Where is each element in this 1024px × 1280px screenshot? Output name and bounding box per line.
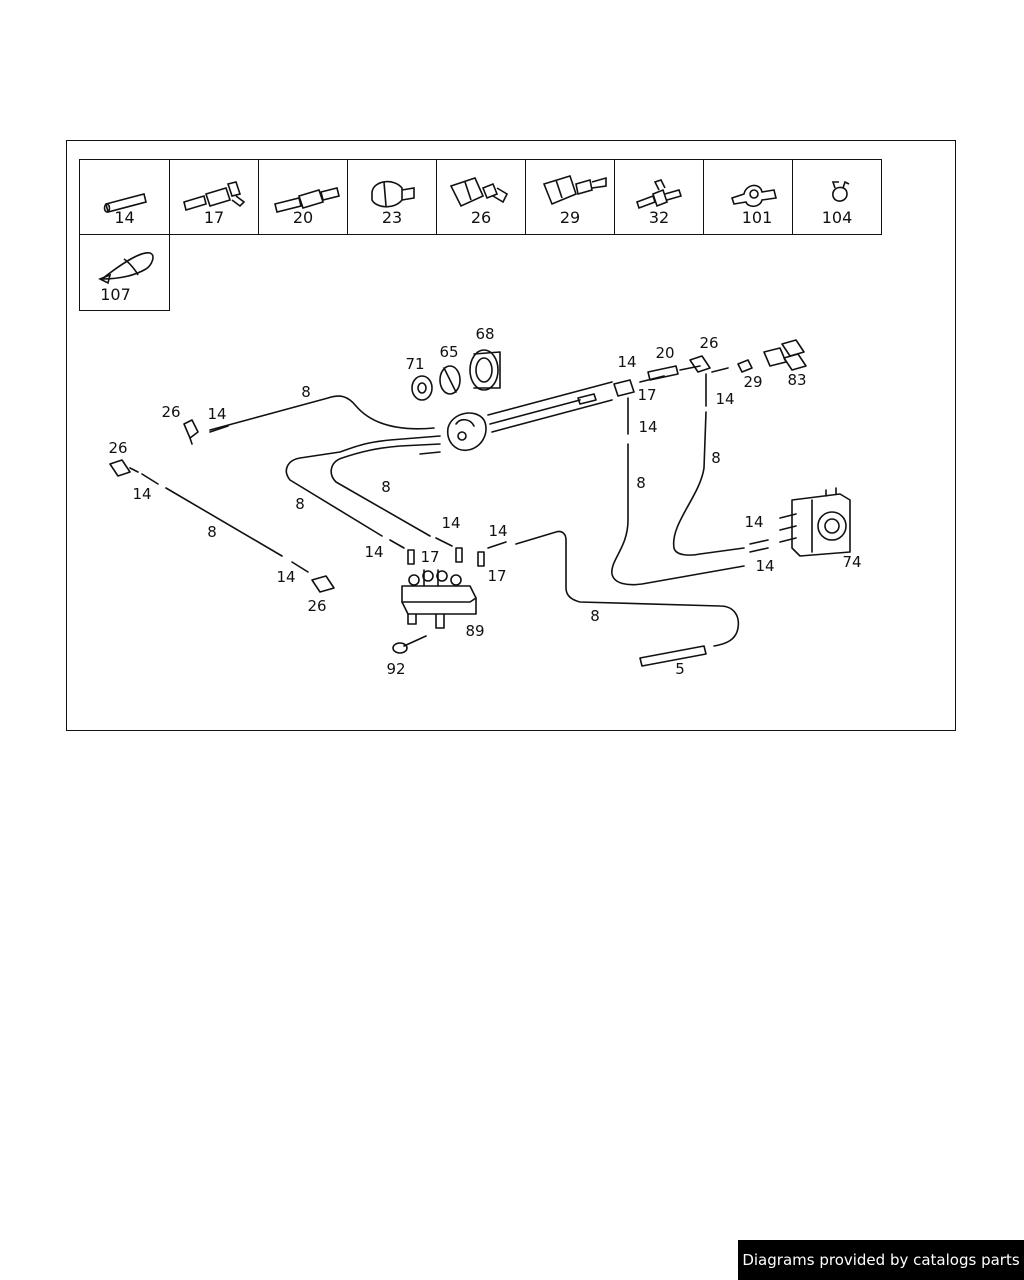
legend-label: 17: [203, 208, 225, 227]
legend-label: 32: [648, 208, 670, 227]
check-valve-17-mid: [455, 547, 463, 563]
callout-17-block-left: 17: [420, 548, 439, 566]
grommet-65: [439, 365, 461, 395]
callout-14-right-mid: 14: [638, 418, 657, 436]
callout-14-upper-right: 14: [617, 353, 636, 371]
hose-sleeve-icon: [103, 193, 147, 213]
check-valve-17-right: [477, 551, 485, 567]
callout-65: 65: [439, 343, 458, 361]
hose-8-mid-3: [419, 451, 441, 455]
callout-8-lower: 8: [590, 607, 600, 625]
callout-14-bottom-left: 14: [276, 568, 295, 586]
hose-8-to-5: [515, 530, 740, 647]
legend-label: 29: [559, 208, 581, 227]
hose-8-mid-1: [285, 435, 441, 537]
hose-8-far-left: [165, 487, 283, 557]
callout-20-upper-right: 20: [655, 344, 674, 362]
holder-clip-icon: [730, 184, 777, 208]
callout-26-top-left: 26: [161, 403, 180, 421]
callout-14-block-left: 14: [364, 543, 383, 561]
hose-clamp-icon: [831, 180, 850, 202]
legend-cell-20: 20: [258, 159, 348, 235]
callout-26-bottom-left: 26: [307, 597, 326, 615]
callout-8-mid-left: 8: [295, 495, 305, 513]
legend-cell-17: 17: [169, 159, 259, 235]
callout-14-mid: 14: [441, 514, 460, 532]
nozzle-26-far-left: [109, 459, 139, 477]
callout-8-far-left: 8: [207, 523, 217, 541]
connector-83: [763, 339, 807, 371]
legend-cell-101: 101: [703, 159, 793, 235]
callout-14-right-vertical: 14: [715, 390, 734, 408]
angled-nozzle-icon: [449, 177, 509, 208]
footer-credit: Diagrams provided by catalogs parts: [738, 1240, 1024, 1280]
legend-label: 26: [470, 208, 492, 227]
callout-17-upper-right: 17: [637, 386, 656, 404]
legend-cell-26: 26: [436, 159, 526, 235]
legend-label: 104: [821, 208, 853, 227]
check-valve-17-left: [407, 549, 415, 565]
t-piece-icon: [635, 179, 683, 210]
callout-14-block-right: 14: [488, 522, 507, 540]
callout-8-right-1: 8: [711, 449, 721, 467]
bushing-68: [469, 349, 501, 391]
callout-8-top-left: 8: [301, 383, 311, 401]
connector-20-upper: [647, 365, 679, 381]
hose-8-mid-2: [330, 443, 441, 537]
legend-label: 101: [741, 208, 773, 227]
check-valve-icon: [183, 181, 246, 212]
distributor-hub: [446, 412, 487, 452]
callout-17-block-right: 17: [487, 567, 506, 585]
legend-cell-29: 29: [525, 159, 615, 235]
hose-8-top-left: [209, 395, 435, 431]
legend-cell-23: 23: [347, 159, 437, 235]
nozzle-26-upper-right: [689, 355, 711, 373]
valve-block-89: [401, 569, 477, 629]
hose-8-right-second: [672, 411, 745, 556]
callout-5: 5: [675, 660, 685, 678]
inline-connector-icon: [274, 187, 340, 213]
connector-20-inline: [577, 393, 597, 405]
callout-83: 83: [787, 371, 806, 389]
legend-label: 14: [114, 208, 135, 227]
legend-cell-14: 14: [79, 159, 170, 235]
callout-26-upper-right: 26: [699, 334, 718, 352]
diagram-frame: [66, 140, 956, 731]
legend-cell-104: 104: [792, 159, 882, 235]
screw-92: [392, 635, 427, 654]
pump-74: [779, 487, 851, 557]
callout-14-far-left: 14: [132, 485, 151, 503]
legend-cell-32: 32: [614, 159, 704, 235]
callout-14-pump-lower: 14: [755, 557, 774, 575]
callout-8-right-2: 8: [636, 474, 646, 492]
hose-upper-right-3: [491, 399, 613, 433]
hose-upper-right-1: [487, 381, 613, 416]
check-valve-17-upper-right: [613, 379, 635, 397]
hose-upper-right-2: [489, 399, 581, 425]
legend-label: 20: [292, 208, 314, 227]
callout-29: 29: [743, 373, 762, 391]
legend-label: 107: [100, 285, 131, 304]
hose-5: [639, 645, 707, 667]
callout-26-far-left: 26: [108, 439, 127, 457]
grommet-71: [411, 375, 433, 401]
large-nozzle-icon: [542, 175, 607, 206]
callout-14-top-left: 14: [207, 405, 226, 423]
callout-68: 68: [475, 325, 494, 343]
legend-cell-107: 107: [79, 234, 170, 311]
callout-8-mid: 8: [381, 478, 391, 496]
callout-92: 92: [386, 660, 405, 678]
legend-label: 23: [381, 208, 403, 227]
nozzle-icon: [371, 180, 415, 208]
nozzle-26-top-left: [183, 419, 199, 445]
nozzle-26-bottom-left: [311, 575, 335, 593]
cable-tie-icon: [98, 252, 154, 285]
hose-8-right-loop: [611, 443, 745, 586]
callout-74: 74: [842, 553, 861, 571]
nozzle-29: [737, 359, 753, 373]
callout-89: 89: [465, 622, 484, 640]
callout-14-pump-upper: 14: [744, 513, 763, 531]
callout-71: 71: [405, 355, 424, 373]
